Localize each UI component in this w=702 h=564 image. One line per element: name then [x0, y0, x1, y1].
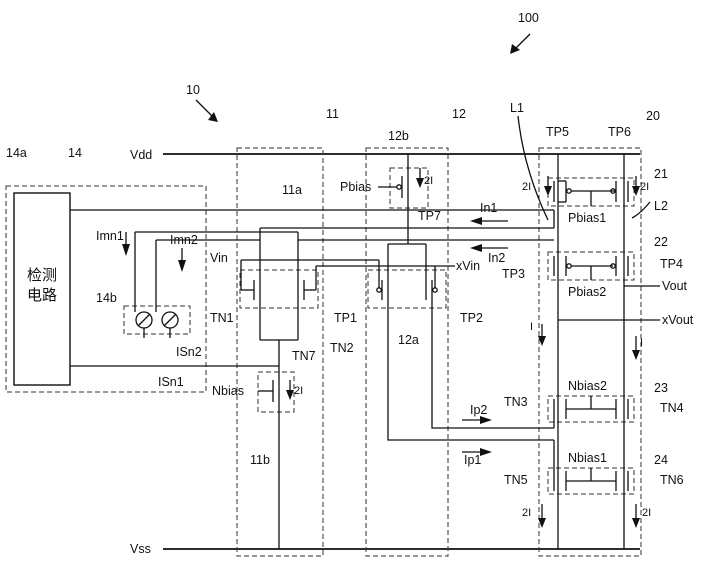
block-11-label: 11 — [326, 107, 339, 121]
block-11b-label: 11b — [250, 453, 270, 467]
arrow-ip1 — [480, 448, 492, 456]
block-14b-label: 14b — [96, 291, 117, 305]
xvout-label: xVout — [662, 313, 694, 327]
ref-22-label: 22 — [654, 235, 668, 249]
block-11b-outline — [257, 371, 295, 413]
block-20-outline — [538, 147, 642, 557]
current-source-isn2 — [161, 311, 179, 338]
tp7-label: TP7 — [418, 209, 441, 223]
tn5-label: TN5 — [504, 473, 528, 487]
block-12-outline — [365, 147, 449, 557]
block-14-outline — [5, 185, 207, 393]
transistor-tn3 — [553, 399, 616, 419]
tn6-label: TN6 — [660, 473, 684, 487]
transistor-tn7 — [258, 380, 280, 402]
transistor-tp3 — [553, 256, 613, 276]
current-2i-tp6: 2I — [640, 181, 649, 193]
current-2i-tn6: 2I — [642, 507, 651, 519]
block-12b-outline — [389, 167, 429, 209]
detect-text-1: 检测 — [27, 266, 57, 284]
current-2i-tp5: 2I — [522, 181, 531, 193]
block-12a-label: 12a — [398, 333, 419, 347]
pbias2-label: Pbias2 — [568, 285, 606, 299]
block-11a-label: 11a — [282, 183, 302, 197]
block-14-label: 14 — [68, 146, 82, 160]
arrow-ip2 — [480, 416, 492, 424]
tp2-label: TP2 — [460, 311, 483, 325]
tp1-label: TP1 — [334, 311, 357, 325]
tp4-label: TP4 — [660, 257, 683, 271]
current-2i-tn7: 2I — [294, 385, 303, 397]
ref-21-label: 21 — [654, 167, 668, 181]
in1-label: In1 — [480, 201, 497, 215]
current-2i-tp7: 2I — [424, 175, 433, 187]
vin-label: Vin — [210, 251, 228, 265]
ref-23-label: 23 — [654, 381, 668, 395]
tp5-label: TP5 — [546, 125, 569, 139]
block-12-label: 12 — [452, 107, 466, 121]
l2-label: L2 — [654, 199, 668, 213]
tn3-label: TN3 — [504, 395, 528, 409]
vss-label: Vss — [130, 542, 151, 556]
l1-label: L1 — [510, 101, 524, 115]
arrow-imn1 — [122, 244, 130, 256]
block-20-label: 20 — [646, 109, 660, 123]
transistor-tp4 — [610, 256, 629, 276]
transistor-tn1 — [241, 280, 261, 300]
transistor-tp7 — [378, 176, 409, 198]
tp6-label: TP6 — [608, 125, 631, 139]
tp3-label: TP3 — [502, 267, 525, 281]
current-2i-tn5: 2I — [522, 507, 531, 519]
detect-text-2: 电路 — [27, 286, 57, 304]
arrow-imn2 — [178, 260, 186, 272]
current-i-right: I — [640, 337, 643, 349]
nbias-label: Nbias — [212, 384, 244, 398]
isn2-label: ISn2 — [176, 345, 202, 359]
circuit-ref: 10 — [186, 83, 200, 97]
transistor-tp6 — [610, 181, 629, 202]
ip1-label: Ip1 — [464, 453, 481, 467]
in2-label: In2 — [488, 251, 505, 265]
detection-circuit-box — [13, 192, 71, 386]
block-14a-label: 14a — [6, 146, 27, 160]
vdd-label: Vdd — [130, 148, 152, 162]
transistor-tn4 — [615, 399, 629, 419]
tn7-label: TN7 — [292, 349, 316, 363]
pbias-label: Pbias — [340, 180, 371, 194]
ip2-label: Ip2 — [470, 403, 487, 417]
xvin-label: xVin — [456, 259, 480, 273]
block-12b-label: 12b — [388, 129, 409, 143]
block-12a-outline — [367, 269, 447, 309]
block-11a-outline — [239, 269, 319, 309]
current-i-left: I — [530, 321, 533, 333]
fig-ref: 100 — [518, 11, 539, 25]
transistor-tn6 — [615, 471, 629, 491]
transistor-tp5 — [553, 180, 616, 203]
nbias2-label: Nbias2 — [568, 379, 607, 393]
transistor-tn5 — [553, 471, 616, 491]
block-14b-outline — [123, 305, 191, 335]
block-11-outline — [236, 147, 324, 557]
arrow-in2 — [470, 244, 482, 252]
imn1-label: Imn1 — [96, 229, 124, 243]
pbias1-label: Pbias1 — [568, 211, 606, 225]
imn2-label: Imn2 — [170, 233, 198, 247]
tn1-label: TN1 — [210, 311, 234, 325]
current-source-isn1 — [135, 311, 153, 338]
ref-24-label: 24 — [654, 453, 668, 467]
isn1-label: ISn1 — [158, 375, 184, 389]
arrow-in1 — [470, 217, 482, 225]
tn2-label: TN2 — [330, 341, 354, 355]
nbias1-label: Nbias1 — [568, 451, 607, 465]
transistor-tn2 — [297, 280, 316, 300]
tn4-label: TN4 — [660, 401, 684, 415]
vout-label: Vout — [662, 279, 688, 293]
